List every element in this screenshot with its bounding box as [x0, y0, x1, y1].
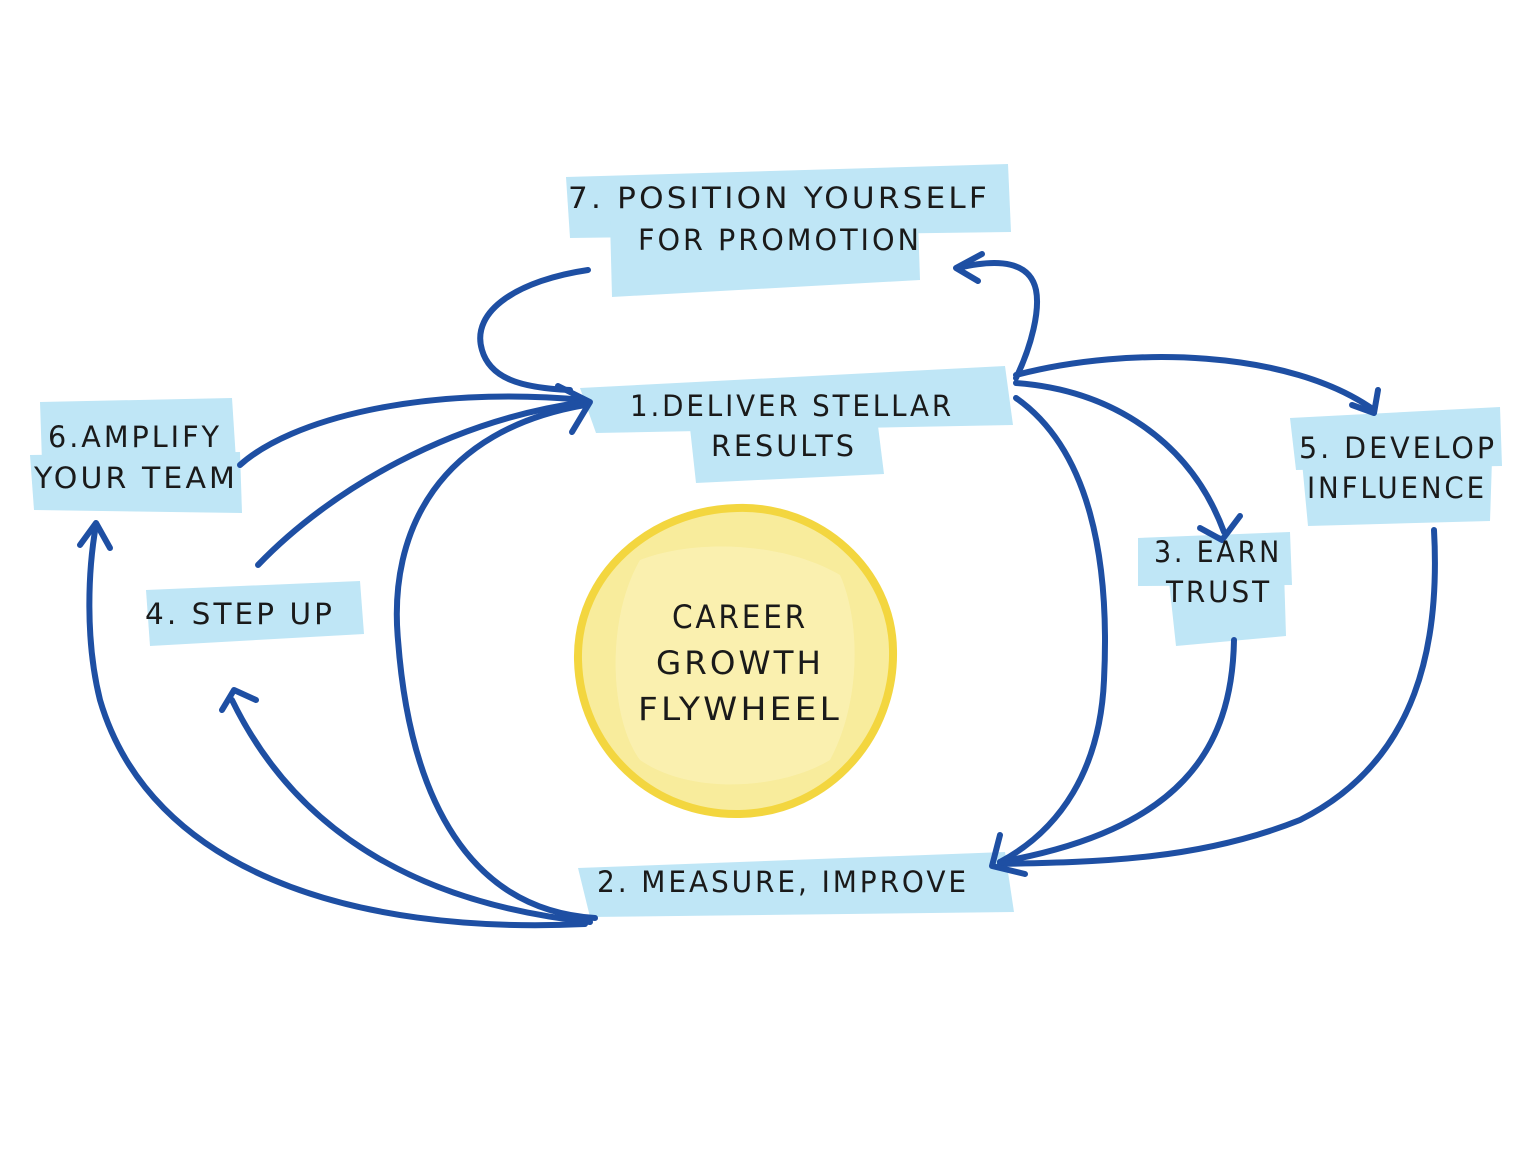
- node-promotion: 7. POSITION YOURSELF FOR PROMOTION: [568, 181, 990, 257]
- center-line-3: FLYWHEEL: [638, 690, 842, 728]
- center-line-2: GROWTH: [656, 644, 824, 682]
- highlight-influence-2: [1302, 460, 1492, 526]
- arrow-deliver-to-measure: [997, 395, 1108, 865]
- arrowhead-measure: [989, 832, 1028, 877]
- node-amplify: 6.AMPLIFY YOUR TEAM: [33, 420, 238, 495]
- highlight-measure: [578, 852, 1014, 917]
- arrowhead-amplify: [77, 520, 113, 551]
- node-trust: 3. EARN TRUST: [1154, 535, 1282, 609]
- arrow-deliver-to-influence: [1013, 354, 1377, 413]
- arrowhead-stepup: [219, 687, 259, 713]
- highlight-amplify-1: [40, 398, 236, 462]
- highlight-amplify-2: [30, 452, 242, 513]
- node-promotion-line-2: FOR PROMOTION: [638, 223, 922, 257]
- arrows: [77, 251, 1438, 929]
- arrow-deliver-to-trust: [1013, 380, 1227, 535]
- arrow-deliver-to-promotion: [955, 260, 1040, 381]
- center-label: CAREER GROWTH FLYWHEEL: [638, 598, 842, 728]
- node-deliver-line-2: RESULTS: [711, 429, 857, 463]
- center-circle: [573, 503, 898, 819]
- node-amplify-line-1: 6.AMPLIFY: [48, 420, 222, 454]
- arrow-amplify-to-deliver: [237, 393, 588, 468]
- node-stepup-line-1: 4. STEP UP: [145, 597, 335, 631]
- node-measure: 2. MEASURE, IMPROVE: [597, 865, 969, 899]
- highlight-deliver-2: [690, 426, 884, 483]
- node-trust-line-1: 3. EARN: [1154, 535, 1282, 569]
- node-promotion-line-1: 7. POSITION YOURSELF: [568, 181, 990, 215]
- highlights: [30, 164, 1502, 917]
- arrowhead-deliver: [555, 383, 593, 435]
- arrow-measure-to-amplify: [86, 522, 588, 929]
- node-deliver: 1.DELIVER STELLAR RESULTS: [630, 389, 954, 463]
- node-influence-line-2: INFLUENCE: [1307, 471, 1487, 505]
- highlight-trust-2: [1168, 570, 1286, 646]
- arrow-measure-to-stepup: [229, 697, 593, 925]
- node-trust-line-2: TRUST: [1165, 575, 1272, 609]
- node-measure-line-1: 2. MEASURE, IMPROVE: [597, 865, 969, 899]
- node-influence-line-1: 5. DEVELOP: [1299, 431, 1497, 465]
- highlight-deliver-1: [580, 366, 1013, 433]
- arrow-trust-to-measure: [997, 637, 1237, 865]
- node-stepup: 4. STEP UP: [145, 597, 335, 631]
- sun-texture: [615, 546, 855, 785]
- arrowhead-trust: [1197, 513, 1243, 543]
- node-influence: 5. DEVELOP INFLUENCE: [1299, 431, 1497, 505]
- arrow-promotion-to-deliver: [477, 267, 591, 393]
- highlight-promotion-2: [610, 218, 920, 297]
- center-line-1: CAREER: [672, 598, 808, 636]
- highlight-stepup: [146, 581, 364, 646]
- arrow-influence-to-measure: [997, 527, 1438, 867]
- arrowhead-influence: [1349, 387, 1381, 416]
- node-amplify-line-2: YOUR TEAM: [33, 461, 238, 495]
- node-deliver-line-1: 1.DELIVER STELLAR: [630, 389, 954, 423]
- highlight-influence-1: [1290, 407, 1502, 470]
- arrowhead-promotion: [953, 251, 985, 284]
- arrow-measure-to-deliver: [393, 402, 598, 921]
- arrow-stepup-to-deliver: [255, 399, 588, 568]
